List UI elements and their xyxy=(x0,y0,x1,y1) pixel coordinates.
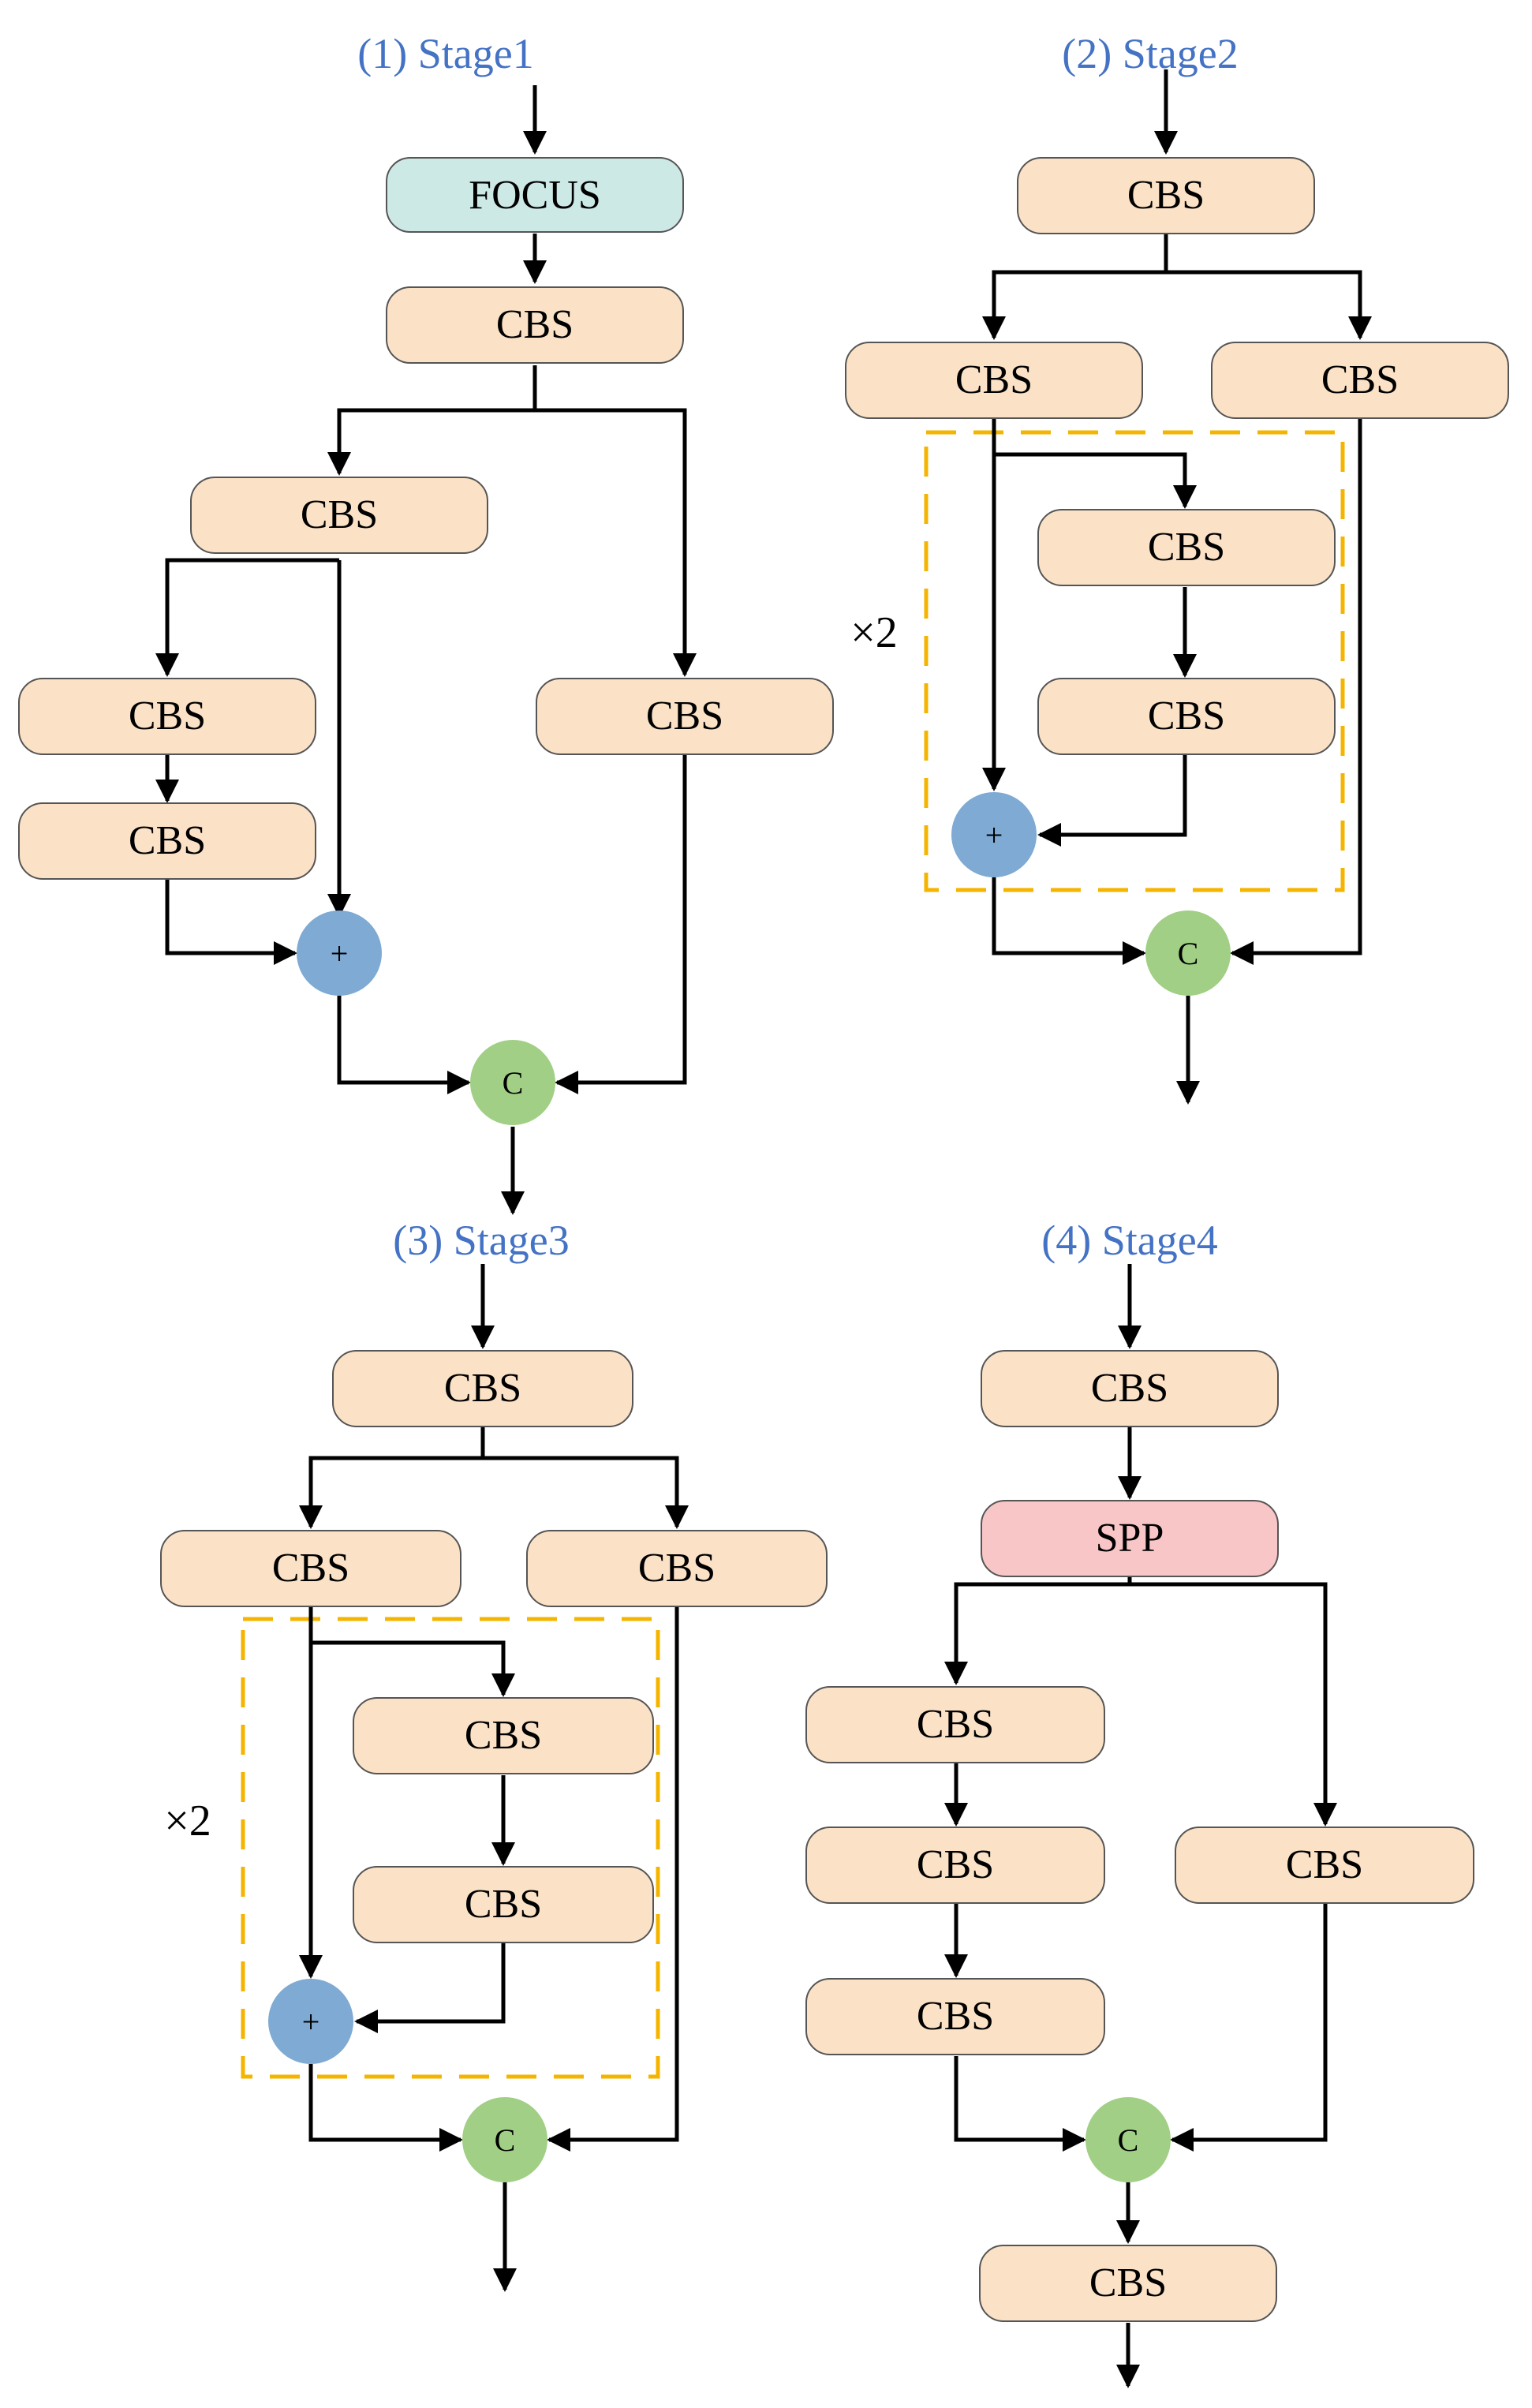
cbs-block: CBS xyxy=(979,2245,1277,2322)
connector xyxy=(547,1606,679,2152)
connector xyxy=(1170,1903,1328,2152)
cbs-block: CBS xyxy=(845,342,1143,419)
stage4-title: (4) Stage4 xyxy=(1041,1217,1217,1264)
cbs-block: CBS xyxy=(1037,509,1336,586)
connector xyxy=(994,452,1197,509)
spp-label: SPP xyxy=(1096,1516,1164,1561)
cbs-block: CBS xyxy=(18,802,316,880)
cbs-label: CBS xyxy=(917,1702,994,1747)
stage1: (1) Stage1 FOCUS CBS CBS CBS xyxy=(18,30,834,1215)
cbs-block: CBS xyxy=(18,678,316,755)
cbs-label: CBS xyxy=(638,1546,716,1591)
repeat-label: ×2 xyxy=(850,608,898,657)
connector xyxy=(1166,270,1372,340)
cbs-label: CBS xyxy=(1148,694,1225,738)
focus-label: FOCUS xyxy=(469,173,601,218)
cbs-block: CBS xyxy=(353,1697,654,1774)
repeat-group-box xyxy=(241,1617,660,2079)
cbs-block: CBS xyxy=(332,1350,633,1427)
cbs-label: CBS xyxy=(465,1713,542,1758)
concat-node: C xyxy=(1085,2097,1171,2182)
cbs-label: CBS xyxy=(1089,2260,1167,2305)
connector xyxy=(944,1576,1132,1685)
cbs-label: CBS xyxy=(917,1994,994,2039)
cbs-block: CBS xyxy=(981,1350,1279,1427)
connector xyxy=(1230,418,1362,965)
connector xyxy=(483,1456,689,1529)
concat-label: C xyxy=(503,1065,524,1101)
connector xyxy=(337,996,471,1094)
repeat-label: ×2 xyxy=(164,1797,211,1845)
add-label: + xyxy=(302,2004,320,2040)
cbs-label: CBS xyxy=(129,818,206,863)
connector xyxy=(1037,754,1187,847)
cbs-label: CBS xyxy=(496,302,574,347)
add-node: + xyxy=(268,1979,353,2064)
cbs-label: CBS xyxy=(465,1882,542,1927)
add-label: + xyxy=(331,936,349,971)
cbs-block: CBS xyxy=(386,286,684,364)
cbs-block: CBS xyxy=(1037,678,1336,755)
connector xyxy=(555,753,687,1094)
stage4: (4) Stage4 CBS SPP CBS CBS C xyxy=(805,1217,1474,2388)
connector xyxy=(308,2064,463,2152)
repeat-group-box xyxy=(924,430,1345,892)
cbs-block: CBS xyxy=(353,1866,654,1943)
cbs-label: CBS xyxy=(272,1546,349,1591)
concat-node: C xyxy=(1145,910,1231,996)
cbs-block: CBS xyxy=(805,1827,1105,1904)
cbs-block: CBS xyxy=(536,678,834,755)
connector xyxy=(1130,1582,1337,1827)
cbs-label: CBS xyxy=(1148,525,1225,570)
cbs-label: CBS xyxy=(1091,1366,1168,1411)
cbs-label: CBS xyxy=(646,694,723,738)
cbs-label: CBS xyxy=(1321,357,1399,402)
stage3: (3) Stage3 ×2 CBS CBS CBS CBS xyxy=(160,1217,828,2292)
cbs-label: CBS xyxy=(1286,1842,1363,1887)
cbs-block: CBS xyxy=(1211,342,1509,419)
cbs-block: CBS xyxy=(805,1978,1105,2055)
cbs-block: CBS xyxy=(160,1530,461,1607)
connector xyxy=(354,1942,506,2033)
cbs-label: CBS xyxy=(301,492,378,537)
cbs-label: CBS xyxy=(1127,173,1205,218)
focus-block: FOCUS xyxy=(386,157,684,233)
add-label: + xyxy=(985,817,1003,853)
cbs-block: CBS xyxy=(805,1686,1105,1763)
concat-node: C xyxy=(462,2097,547,2182)
connector xyxy=(155,558,339,677)
connector xyxy=(982,234,1168,340)
cbs-label: CBS xyxy=(444,1366,521,1411)
stage2-title: (2) Stage2 xyxy=(1062,30,1238,77)
cbs-label: CBS xyxy=(129,694,206,738)
connector xyxy=(165,878,297,965)
cbs-label: CBS xyxy=(955,357,1033,402)
connector xyxy=(992,877,1146,965)
cbs-block: CBS xyxy=(1017,157,1315,234)
connector xyxy=(954,2056,1086,2152)
cbs-block: CBS xyxy=(1175,1827,1474,1904)
connector xyxy=(311,1640,515,1697)
concat-label: C xyxy=(1178,936,1199,971)
stage2: (2) Stage2 ×2 CBS CBS CBS CBS xyxy=(845,30,1509,1105)
cbs-label: CBS xyxy=(917,1842,994,1887)
concat-label: C xyxy=(1118,2122,1139,2158)
connector xyxy=(327,365,537,476)
concat-node: C xyxy=(470,1040,555,1125)
concat-label: C xyxy=(495,2122,516,2158)
spp-block: SPP xyxy=(981,1500,1279,1577)
cbs-block: CBS xyxy=(190,477,488,554)
cbs-block: CBS xyxy=(526,1530,828,1607)
stage3-title: (3) Stage3 xyxy=(393,1217,569,1264)
add-node: + xyxy=(297,910,382,996)
stage1-title: (1) Stage1 xyxy=(357,30,533,77)
connector xyxy=(535,408,697,677)
add-node: + xyxy=(951,792,1037,877)
connector xyxy=(299,1426,485,1529)
